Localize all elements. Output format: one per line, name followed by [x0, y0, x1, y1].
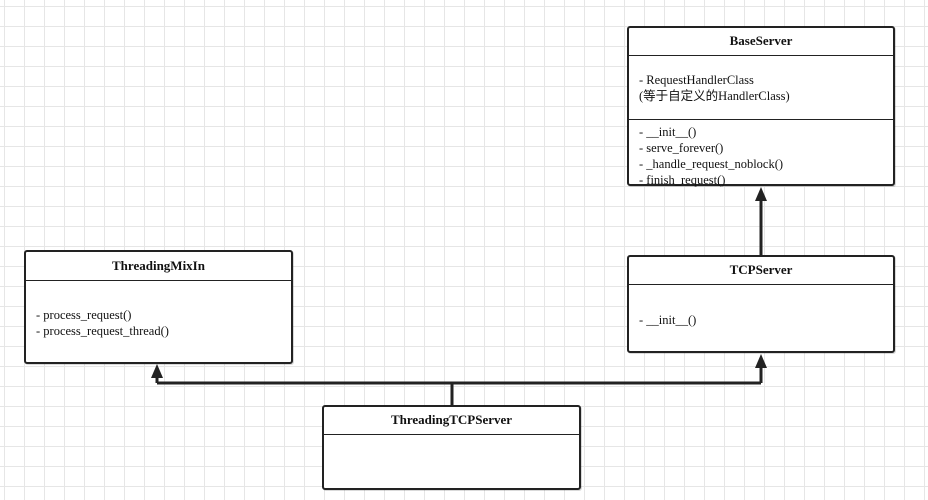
arrowhead-tcpserver — [755, 354, 767, 368]
method-item: - process_request() — [36, 308, 132, 322]
method-item: - process_request_thread() — [36, 324, 169, 338]
method-item: - _handle_request_noblock() — [639, 157, 784, 171]
method-item: - __init__() — [639, 313, 697, 327]
methods-section: - process_request() - process_request_th… — [26, 281, 291, 339]
methods-section: - __init__() — [629, 285, 893, 328]
class-name: BaseServer — [629, 28, 893, 56]
arrowhead-baseserver — [755, 187, 767, 201]
attribute-item: (等于自定义的HandlerClass) — [639, 89, 790, 103]
class-name: TCPServer — [629, 257, 893, 285]
method-item: - finish_request() — [639, 173, 726, 187]
class-threadingtcpserver[interactable]: ThreadingTCPServer — [322, 405, 581, 490]
class-name: ThreadingTCPServer — [324, 407, 579, 435]
method-item: - __init__() — [639, 125, 697, 139]
class-tcpserver[interactable]: TCPServer - __init__() — [627, 255, 895, 353]
class-baseserver[interactable]: BaseServer - RequestHandlerClass (等于自定义的… — [627, 26, 895, 188]
class-name: ThreadingMixIn — [26, 252, 291, 281]
methods-section: - __init__() - serve_forever() - _handle… — [629, 120, 893, 188]
arrowhead-threadingmixin — [151, 364, 163, 378]
method-item: - serve_forever() — [639, 141, 724, 155]
attributes-section: - RequestHandlerClass (等于自定义的HandlerClas… — [629, 56, 893, 120]
attribute-item: - RequestHandlerClass — [639, 73, 754, 87]
class-threadingmixin[interactable]: ThreadingMixIn - process_request() - pro… — [24, 250, 293, 364]
